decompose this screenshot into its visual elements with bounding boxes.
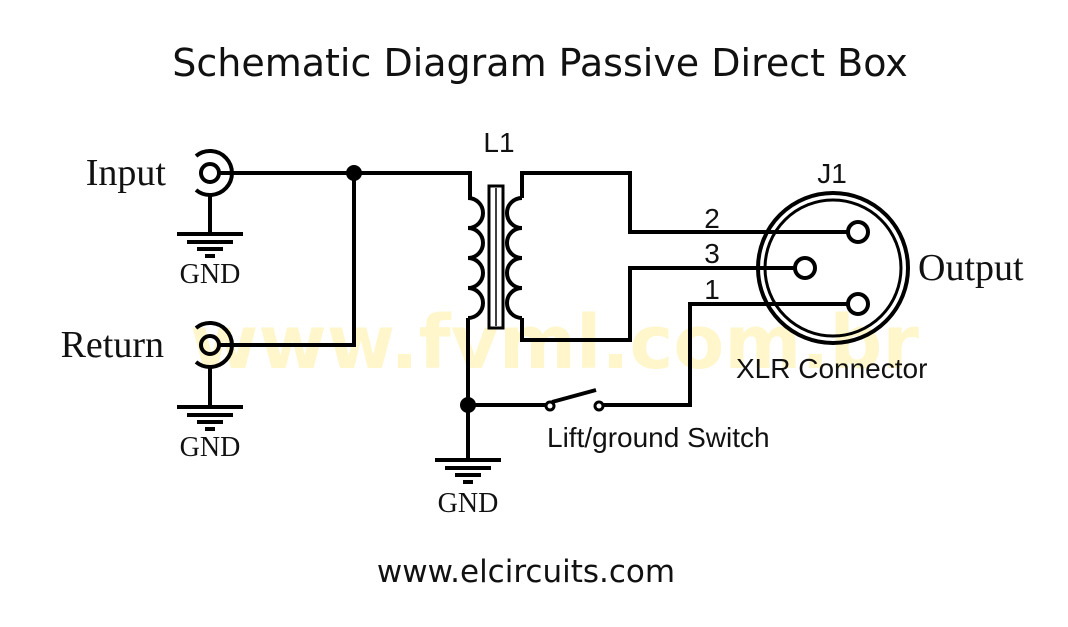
xlr-inner-ring (763, 198, 903, 338)
xlr-pin-1 (846, 292, 870, 316)
input-ground-symbol (177, 195, 243, 258)
footer-url[interactable]: www.elcircuits.com (377, 554, 675, 590)
junction-dot-input (346, 165, 362, 181)
secondary-winding (505, 196, 523, 320)
return-ground-symbol (177, 367, 243, 431)
switch-lever (551, 388, 597, 404)
transformer-designator: L1 (483, 127, 514, 158)
xlr-caption: XLR Connector (736, 353, 927, 384)
xlr-connector (756, 191, 910, 345)
xlr-pin-3 (793, 256, 817, 280)
output-label: Output (918, 247, 1024, 289)
wire-pin-3 (520, 266, 795, 342)
secondary-wiring (520, 171, 848, 342)
switch-contact-right (593, 400, 605, 412)
xlr-outer-ring (756, 191, 910, 345)
input-gnd-label: GND (180, 259, 241, 290)
pin-2-label: 2 (704, 203, 720, 234)
pin-3-label: 3 (704, 238, 720, 269)
lift-ground-switch (544, 388, 605, 412)
return-gnd-label: GND (180, 432, 241, 463)
primary-winding (467, 196, 485, 320)
input-jack-tip (199, 162, 221, 184)
xlr-designator: J1 (817, 158, 847, 189)
transformer-core (487, 184, 505, 330)
switch-contact-left (544, 400, 556, 412)
xlr-pin-2 (846, 220, 870, 244)
diagram-title: Schematic Diagram Passive Direct Box (172, 41, 908, 85)
transformer-ground-symbol (435, 458, 501, 484)
return-label: Return (61, 324, 164, 366)
transformer-l1 (467, 184, 523, 330)
input-wiring (219, 165, 472, 347)
switch-label: Lift/ground Switch (547, 422, 770, 453)
wire-pin-2 (520, 171, 848, 234)
input-label: Input (86, 152, 167, 194)
transformer-gnd-label: GND (438, 488, 499, 519)
pin-1-label: 1 (704, 274, 720, 305)
